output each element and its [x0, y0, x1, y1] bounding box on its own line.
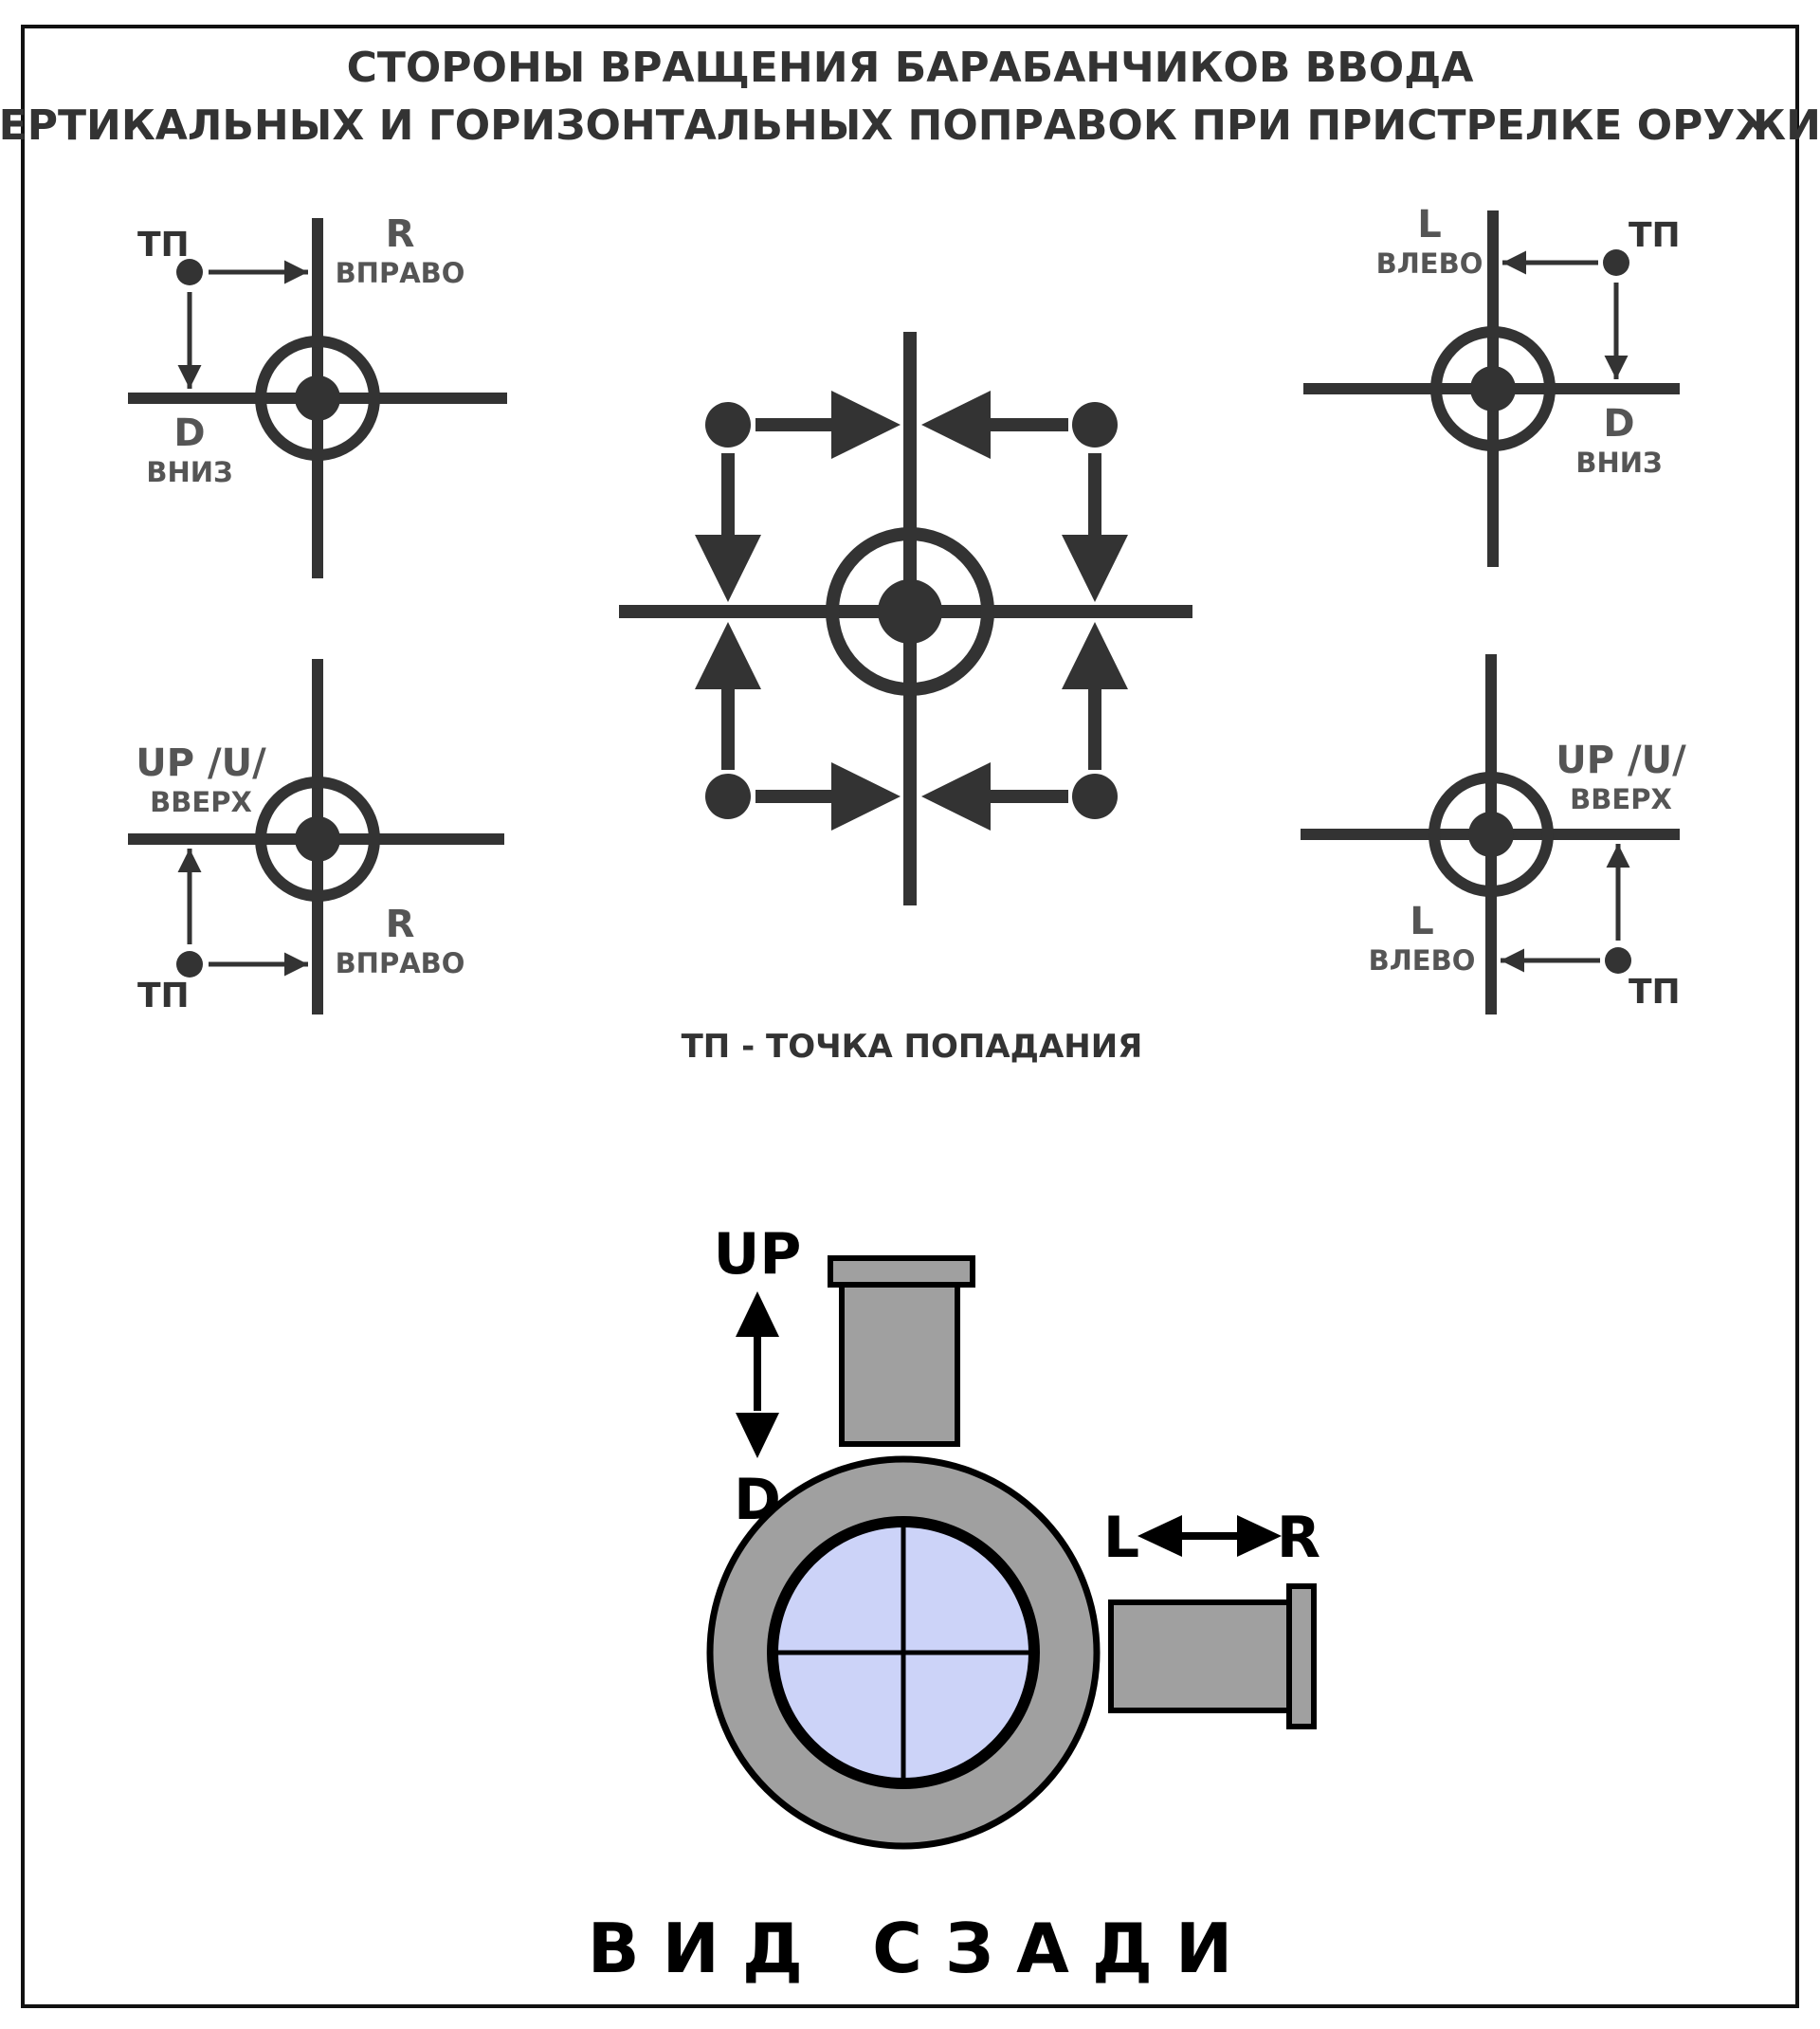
arrow-top-left-right	[755, 391, 901, 459]
diagram-center	[619, 332, 1192, 905]
title-line-1: СТОРОНЫ ВРАЩЕНИЯ БАРАБАНЧИКОВ ВВОДА	[347, 44, 1474, 92]
r-word-label: ВПРАВО	[336, 947, 465, 979]
tp-label: ТП	[1629, 216, 1681, 255]
hit-point	[1605, 947, 1631, 974]
aim-point	[295, 816, 340, 862]
aim-ring	[255, 777, 380, 902]
hit-point	[176, 259, 203, 285]
arrow-left-down	[695, 453, 761, 602]
legend-text: ТП - ТОЧКА ПОПАДАНИЯ	[682, 1028, 1143, 1066]
hit-point	[176, 951, 203, 978]
aim-point	[1470, 366, 1516, 411]
arrow-top-right-left	[921, 391, 1068, 459]
hit-point-bottom-left	[705, 774, 751, 819]
hit-point-bottom-right	[1072, 774, 1118, 819]
up-code-label: UP /U/	[1556, 739, 1686, 782]
hit-point	[1603, 249, 1629, 276]
right-label: R	[1277, 1505, 1320, 1571]
scope-rear-view: UP D L R	[706, 1221, 1320, 1850]
arrow-right-up	[1062, 622, 1128, 770]
hit-point-top-left	[705, 402, 751, 448]
elevation-turret-cap	[828, 1255, 975, 1288]
aim-point	[878, 579, 942, 644]
down-label: D	[734, 1467, 781, 1533]
up-word-label: ВВЕРХ	[1570, 783, 1672, 815]
d-word-label: ВНИЗ	[1575, 447, 1662, 479]
windage-turret-cap	[1286, 1583, 1317, 1729]
aim-point	[295, 375, 340, 421]
up-label: UP	[714, 1221, 802, 1288]
aim-ring	[1430, 326, 1556, 451]
d-word-label: ВНИЗ	[146, 456, 232, 488]
up-down-arrow	[736, 1291, 779, 1458]
l-code-label: L	[1410, 900, 1434, 943]
footer-caption: ВИД СЗАДИ	[588, 1909, 1255, 1988]
aim-ring	[1429, 772, 1554, 897]
poster-frame	[21, 25, 1799, 2008]
aim-ring	[255, 336, 380, 461]
arrow-right-down	[1062, 453, 1128, 602]
title-line-2: ВЕРТИКАЛЬНЫХ И ГОРИЗОНТАЛЬНЫХ ПОПРАВОК П…	[0, 101, 1820, 150]
diagram-up-right: ТП UP /U/ ВВЕРХ R ВПРАВО	[128, 659, 504, 1015]
d-code-label: D	[173, 411, 205, 455]
tp-label: ТП	[1629, 973, 1681, 1012]
r-word-label: ВПРАВО	[336, 257, 465, 289]
diagram-down-left: ТП L ВЛЕВО D ВНИЗ	[1303, 203, 1681, 567]
l-code-label: L	[1417, 203, 1442, 247]
arrow-bottom-right-left	[921, 762, 1068, 831]
l-word-label: ВЛЕВО	[1376, 247, 1483, 280]
hit-point-top-right	[1072, 402, 1118, 448]
aim-ring	[826, 527, 994, 696]
arrow-left-up	[695, 622, 761, 770]
up-code-label: UP /U/	[136, 741, 266, 785]
tp-label: ТП	[137, 226, 190, 265]
up-word-label: ВВЕРХ	[150, 786, 252, 818]
tp-label: ТП	[137, 977, 190, 1015]
aim-point	[1468, 812, 1514, 857]
diagram-down-right: ТП R ВПРАВО D ВНИЗ	[128, 212, 507, 578]
diagram-up-left: ТП UP /U/ ВВЕРХ L ВЛЕВО	[1301, 654, 1686, 1014]
r-code-label: R	[386, 212, 415, 256]
left-label: L	[1103, 1505, 1139, 1571]
l-word-label: ВЛЕВО	[1369, 944, 1476, 977]
d-code-label: D	[1603, 402, 1634, 446]
elevation-turret	[839, 1282, 960, 1447]
left-right-arrow	[1138, 1515, 1282, 1557]
arrow-bottom-left-right	[755, 762, 901, 831]
r-code-label: R	[386, 903, 415, 946]
windage-turret	[1108, 1599, 1292, 1713]
